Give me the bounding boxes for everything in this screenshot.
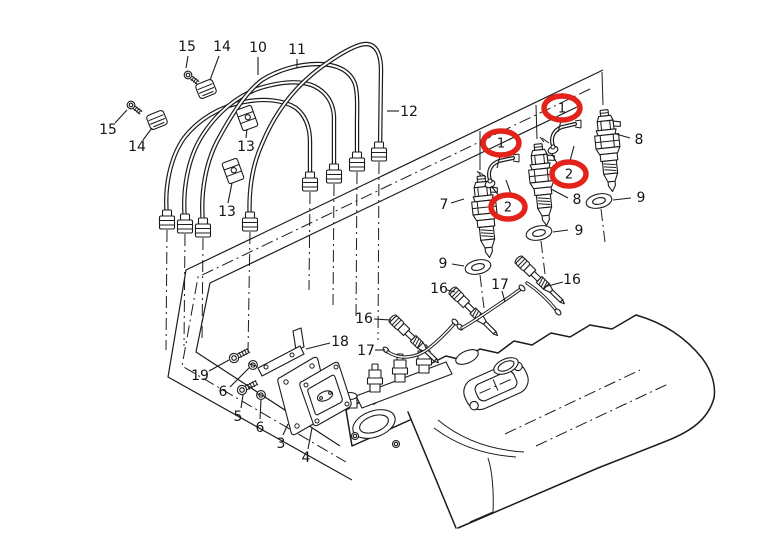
glow-plug-leads <box>382 281 562 359</box>
highlight-circle-2 <box>549 159 589 189</box>
callout-leader-19 <box>208 359 230 372</box>
callout-leader-9 <box>612 197 632 201</box>
callout-label-3: 3 <box>277 436 286 452</box>
leak-off-elbows <box>476 119 582 189</box>
callout-leader-8 <box>615 133 631 139</box>
callout-leader-13 <box>227 182 233 204</box>
callout-leader-16 <box>446 289 456 293</box>
callout-leader-16 <box>543 281 564 288</box>
leak-off-elbow-right <box>539 119 582 155</box>
callout-label-6: 6 <box>219 384 228 400</box>
highlight-circle-1 <box>480 128 522 158</box>
glow-plug-middle <box>447 285 502 340</box>
callout-leader-8 <box>550 188 569 199</box>
callout-leader-16 <box>373 318 392 321</box>
callout-label-14: 14 <box>128 139 146 155</box>
callout-leader-14 <box>142 127 153 141</box>
callout-leader-14 <box>209 55 220 81</box>
callout-label-4: 4 <box>302 450 311 466</box>
glow-plug-left <box>387 313 443 367</box>
highlight-label-1: 1 <box>558 102 566 117</box>
callout-label-15: 15 <box>99 122 117 138</box>
callout-label-16: 16 <box>430 281 448 297</box>
callout-leader-4 <box>307 427 313 450</box>
injector-guide-lines <box>479 71 604 170</box>
callout-label-9: 9 <box>637 190 646 206</box>
callout-label-5: 5 <box>234 409 243 425</box>
callout-label-11: 11 <box>288 42 306 58</box>
callout-label-9: 9 <box>439 256 448 272</box>
callout-label-14: 14 <box>213 39 231 55</box>
callout-label-19: 19 <box>191 368 209 384</box>
highlight-leader-2 <box>505 179 512 195</box>
plate-bolts <box>227 345 266 400</box>
highlight-label-1: 1 <box>497 137 505 152</box>
callout-label-7: 7 <box>440 197 449 213</box>
callout-label-17: 17 <box>491 277 509 293</box>
cover-plate-assembly <box>227 327 352 436</box>
highlight-circle-1 <box>541 93 583 123</box>
callout-leader-17 <box>501 290 506 303</box>
callout-label-17: 17 <box>357 343 375 359</box>
phantom-outline <box>167 69 604 481</box>
callout-label-8: 8 <box>635 132 644 148</box>
callout-label-16: 16 <box>563 272 581 288</box>
callout-label-8: 8 <box>573 192 582 208</box>
callout-label-16: 16 <box>355 311 373 327</box>
injector-8-right <box>591 107 629 194</box>
callout-leader-6 <box>229 367 250 388</box>
callout-leader-3 <box>282 423 289 436</box>
callout-label-10: 10 <box>249 40 267 56</box>
callout-leader-5 <box>240 394 244 409</box>
cover-gasket <box>299 361 352 427</box>
callout-label-13: 13 <box>237 139 255 155</box>
callout-label-12: 12 <box>400 104 418 120</box>
callout-leader-9 <box>451 263 465 267</box>
highlight-label-2: 2 <box>565 168 573 183</box>
engine-block <box>345 314 716 529</box>
glow-plug-right <box>513 254 569 308</box>
highlight-circle-2 <box>488 192 528 222</box>
callout-leader-7 <box>450 198 465 204</box>
highlight-leader-1 <box>496 155 501 169</box>
injection-pump <box>342 344 453 449</box>
callout-leader-18 <box>305 342 331 350</box>
mounting-bracket <box>257 327 305 377</box>
callout-label-15: 15 <box>178 39 196 55</box>
callout-leader-9 <box>552 229 569 233</box>
highlight-leader-1 <box>557 120 562 133</box>
callout-label-18: 18 <box>331 334 349 350</box>
fuel-injection-pipes <box>158 41 388 238</box>
callout-leader-6 <box>259 399 262 420</box>
callout-leader-13 <box>245 128 248 139</box>
highlight-leader-2 <box>569 145 575 162</box>
callout-label-6: 6 <box>256 420 265 436</box>
highlight-label-2: 2 <box>504 201 512 216</box>
callout-leader-15 <box>114 109 128 124</box>
callout-leader-15 <box>185 55 189 69</box>
callout-label-9: 9 <box>575 223 584 239</box>
pipe-centerlines <box>165 161 606 353</box>
callout-label-13: 13 <box>218 204 236 220</box>
